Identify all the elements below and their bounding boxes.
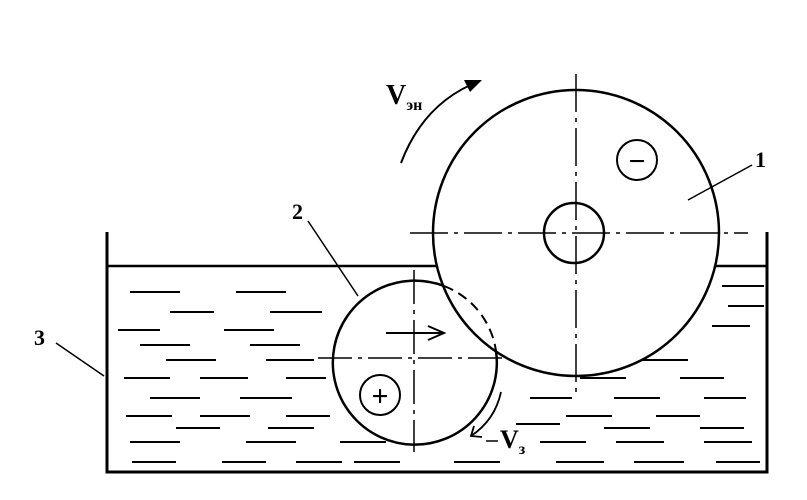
small-wheel-arc-solid xyxy=(331,279,499,446)
label-part-3: 3 xyxy=(34,325,45,350)
minus-sign: − xyxy=(628,145,645,178)
part-labels: 1 2 3 xyxy=(34,147,766,377)
leader-3 xyxy=(55,342,105,377)
velocity-top-label: Vэн xyxy=(386,80,422,114)
velocity-bottom-label: Vз xyxy=(500,425,526,458)
bottom-rotation-arrow xyxy=(469,391,502,438)
top-rotation-arrow xyxy=(400,80,482,164)
transfer-arrow xyxy=(386,325,447,341)
leader-1 xyxy=(687,164,753,201)
label-part-2: 2 xyxy=(292,199,303,224)
leader-2 xyxy=(307,220,359,297)
bath-outline xyxy=(105,232,769,474)
large-wheel: − xyxy=(410,74,748,392)
small-wheel: + xyxy=(318,270,506,452)
label-part-1: 1 xyxy=(755,147,766,172)
top-arrow-head xyxy=(464,80,482,92)
bath xyxy=(105,232,769,474)
plus-sign-circle xyxy=(359,374,401,416)
minus-sign-circle xyxy=(616,139,658,181)
small-wheel-arc-dashed xyxy=(443,285,497,352)
plus-sign: + xyxy=(371,380,388,413)
